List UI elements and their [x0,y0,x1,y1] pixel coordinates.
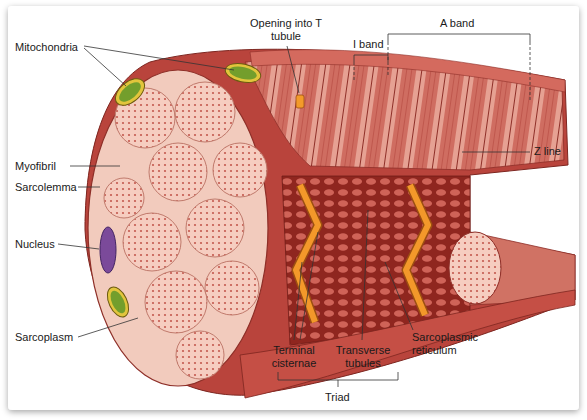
myofibril-end [449,232,501,304]
part-label: Myofibril [15,160,56,173]
part-label: A band [440,17,474,30]
part-label: Sarcolemma [15,181,77,194]
bracket [278,372,398,387]
leader-line [84,46,234,70]
leader-line [58,244,99,249]
mitochondrion [103,284,133,321]
mitochondrion-inner [116,79,144,106]
myofibril-circle [186,199,244,257]
part-label: Transverse tubules [330,344,396,370]
part-label: Z line [534,145,561,158]
part-label: Mitochondria [15,41,78,54]
nucleus [100,227,116,273]
mitochondrion-inner [228,64,258,82]
leader-line [385,262,413,330]
myofibril-circle [123,213,181,271]
myofibril-circle [104,178,144,218]
leader-line [362,210,368,340]
mitochondrion [111,73,150,110]
mitochondrion [224,60,263,85]
part-label: I band [353,38,384,51]
leader-line [300,232,318,340]
mitochondrion-inner [107,289,128,316]
leader-line [70,166,120,167]
t-tubule-opening [296,95,304,108]
myofibril-circle [149,143,207,201]
t-tubule [406,185,428,315]
leader-line [84,48,126,86]
fiber-cross-section [88,70,268,386]
bracket [388,34,530,42]
dashed-guide [354,42,530,100]
leader-line [78,318,138,337]
leader-line [294,262,302,340]
leader-line [78,187,100,188]
leader-line [462,152,530,153]
sarcolemma-strip [240,290,575,398]
leader-line [287,46,299,93]
part-label: Nucleus [15,238,55,251]
myofibril-circle [205,261,259,315]
part-label: Sarcoplasm [15,331,73,344]
myofibril-circle [176,331,224,379]
part-label: Sarcoplasmic reticulum [412,331,492,357]
part-label: Triad [325,391,350,404]
part-label: Terminal cisternae [264,344,324,370]
frame [8,6,579,410]
myofibril-circle [145,271,207,333]
mitochondrion-outer [111,73,150,110]
myofibril-circle [175,82,235,142]
myofibril-circle [213,143,267,197]
leader-lines [58,34,530,387]
myofibril-cross-sections [104,82,267,379]
t-tubule-outline [406,185,428,315]
part-label: Opening into T tubule [248,17,324,43]
mitochondrion-outer [103,284,133,321]
mitochondrion-outer [224,60,263,85]
bracket [354,55,388,62]
